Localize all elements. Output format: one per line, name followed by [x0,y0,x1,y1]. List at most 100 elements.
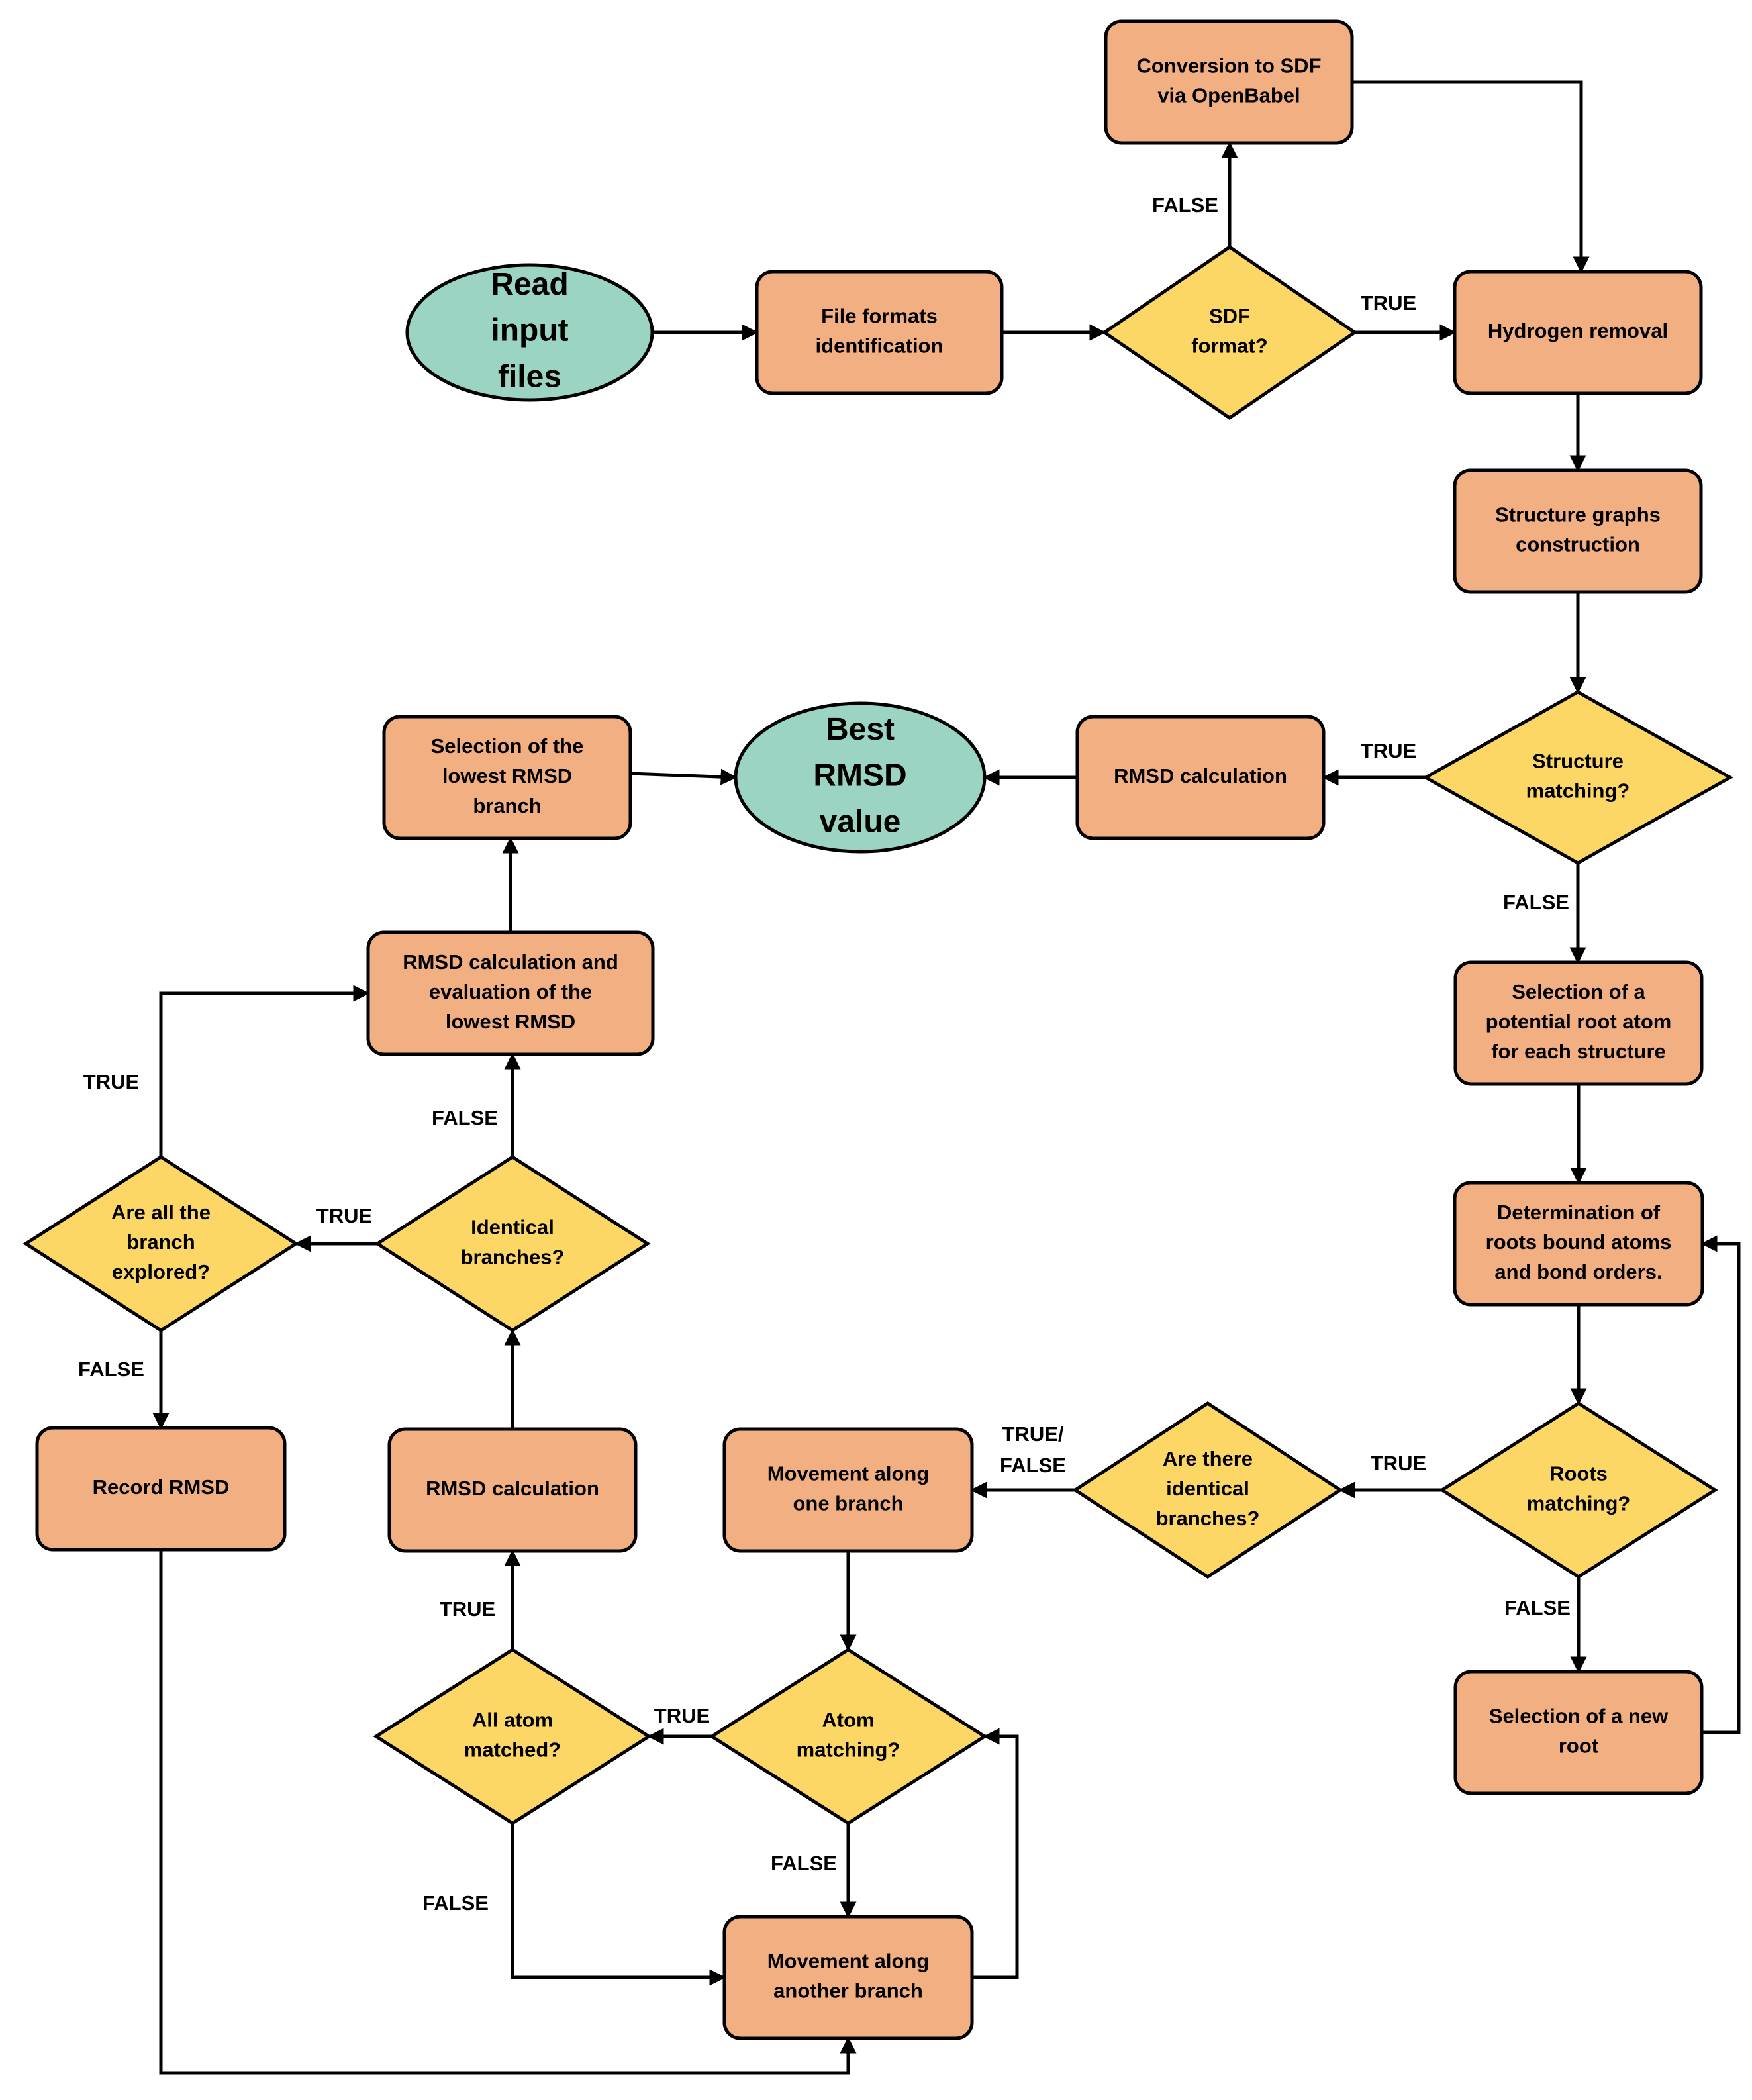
node-label-line: Roots [1549,1462,1608,1485]
node-label-line: RMSD [813,758,906,793]
node-label-line: Hydrogen removal [1488,319,1668,342]
edge-conversion-sdf-to-hydrogen-removal [1352,80,1590,274]
node-label-line: File formats [821,305,938,328]
roots-matching-decision: Roots matching? [1439,1401,1718,1579]
node-shape [387,1427,638,1553]
edge-label-false: FALSE [432,1106,498,1129]
node-label-line: matching? [797,1738,900,1762]
node-label-line: lowest RMSD [442,764,572,787]
all-atom-matched-decision: All atom matched? [373,1648,652,1825]
node-label-line: format? [1191,334,1267,358]
movement-another-step: Movement along another branch [722,1915,974,2040]
node-shape [734,701,987,854]
edge-label-false: FALSE [78,1358,144,1381]
node-label-line: Movement along [767,1950,930,1973]
edge-label-false: FALSE [1000,1454,1066,1477]
node-label-line: potential root atom [1486,1010,1672,1033]
node-label-line: via OpenBabel [1157,84,1300,107]
edge-movement-another-to-atom-matching [972,1728,1019,1979]
node-shape [755,270,1004,395]
edge-record-rmsd-to-movement-another [159,1550,857,2075]
node-shape [1453,1670,1704,1795]
node-label-line: lowest RMSD [446,1010,575,1033]
node-label-line: Selection of a new [1489,1705,1669,1728]
node-label-line: value [820,804,901,839]
node-shape [708,1648,988,1825]
node-label-line: Selection of the [431,734,584,758]
node-label-line: for each structure [1491,1040,1666,1063]
node-shape [373,1648,652,1825]
identical-branches-q-decision: Are there identical branches? [1072,1401,1343,1579]
node-label-line: evaluation of the [429,980,592,1003]
node-label-line: Read [491,267,568,302]
node-label-line: another branch [773,1979,923,2003]
edge-label-true: TRUE [1361,739,1416,762]
node-label-line: Movement along [767,1462,930,1485]
node-shape [405,263,654,402]
node-label-line: All atom [472,1709,553,1732]
node-label-line: Determination of [1497,1201,1661,1224]
node-shape [35,1426,287,1552]
rmsd-calc-top-step: RMSD calculation [1075,715,1326,840]
node-label-line: RMSD calculation and [403,950,618,974]
edge-label-true: TRUE [1371,1452,1426,1475]
edge-label-true: TRUE [83,1070,139,1093]
edge-label-false: FALSE [1504,1596,1571,1619]
node-label-line: explored? [112,1260,210,1283]
node-shape [1439,1401,1718,1579]
node-label-line: identical [1166,1477,1249,1500]
node-shape [1453,960,1704,1086]
node-shape [1072,1401,1343,1579]
node-label-line: identification [816,334,944,358]
node-shape [23,1155,299,1332]
node-label-line: RMSD calculation [426,1477,599,1500]
node-label-line: Selection of a [1512,980,1645,1003]
edge-all-branch-explored-to-rmsd-eval [159,985,370,1157]
edge-label-true: TRUE [1361,291,1416,315]
selection-lowest-step: Selection of the lowest RMSD branch [382,715,632,840]
node-shape [1453,1181,1704,1307]
edge-label-false: FALSE [771,1852,837,1875]
node-shape [1101,244,1358,421]
edge-label-true: TRUE [316,1204,372,1227]
node-label-line: branches? [1156,1507,1260,1530]
edge-label-false: FALSE [1503,891,1569,914]
node-label-line: Best [826,712,895,747]
node-label-line: root [1559,1734,1598,1758]
node-label-line: branch [126,1230,195,1254]
node-label-line: Conversion to SDF [1136,54,1321,77]
node-shape [722,1915,974,2040]
edge-label-false: FALSE [422,1891,489,1915]
node-label-line: Are there [1163,1447,1253,1470]
node-shape [1422,690,1734,865]
selection-root-step: Selection of a potential root atom for eac… [1453,960,1704,1086]
rmsd-eval-step: RMSD calculation and evaluation of the low… [366,930,655,1056]
node-label-line: branch [473,794,541,817]
node-label-line: Identical [471,1216,554,1239]
node-shape [1104,19,1354,145]
node-label-line: matching? [1527,1492,1631,1515]
edge-label-false: FALSE [1152,193,1218,217]
node-label-line: matched? [464,1738,561,1762]
rmsd-calc-mid-step: RMSD calculation [387,1427,638,1553]
new-root-step: Selection of a new root [1453,1670,1704,1795]
hydrogen-removal-step: Hydrogen removal [1453,270,1703,395]
edge-label-true: TRUE [440,1597,495,1621]
node-label-line: files [498,359,561,394]
atom-matching-decision: Atom matching? [708,1648,988,1825]
edge-selection-lowest-to-best-rmsd [630,768,738,785]
edge-all-atom-matched-to-movement-another [511,1823,726,1986]
edge-label-true: TRUE/ [1002,1423,1064,1446]
node-label-line: and bond orders. [1494,1260,1662,1283]
node-shape [1453,270,1703,395]
node-shape [722,1427,974,1553]
node-label-line: Atom [822,1709,874,1732]
